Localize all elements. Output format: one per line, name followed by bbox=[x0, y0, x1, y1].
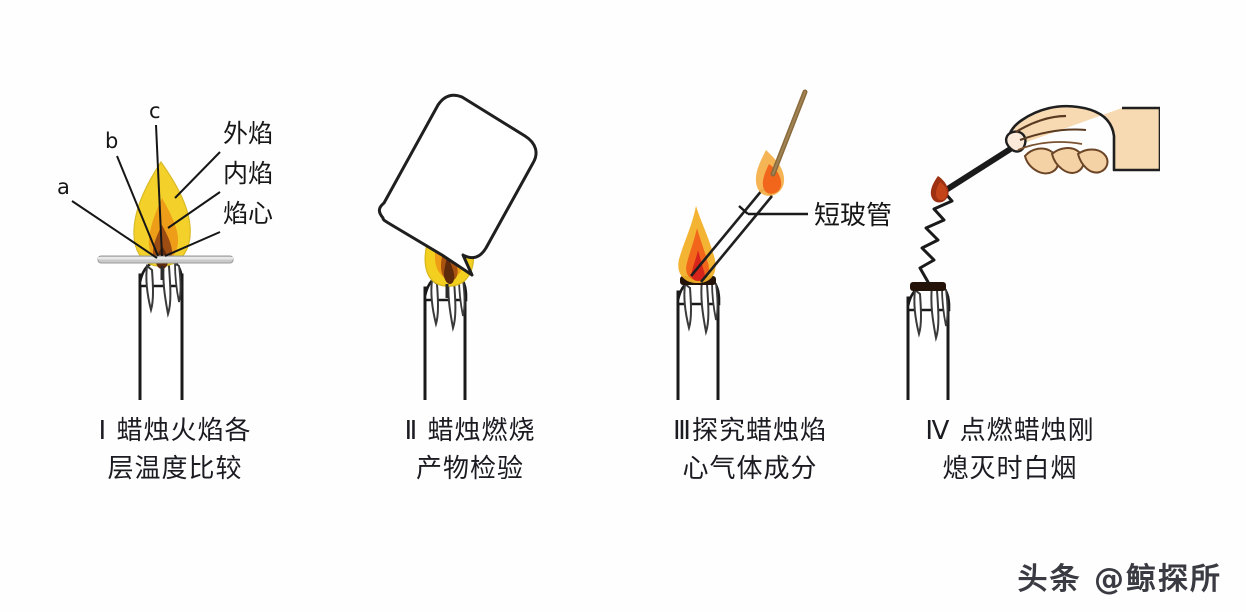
figure-glass-tube-core-gas: 短玻管 bbox=[676, 89, 892, 400]
leader-lines-abc bbox=[71, 124, 163, 259]
caption-line: Ⅲ探究蜡烛焰 bbox=[673, 416, 827, 446]
caption-line: 产物检验 bbox=[415, 454, 524, 484]
caption-line: 熄灭时白烟 bbox=[942, 454, 1078, 484]
candle-body-extinguished bbox=[906, 282, 951, 400]
panel-experiment-1: a b c 外焰 内焰 焰心 Ⅰ 蜡烛火焰各 层温度比较 bbox=[25, 0, 325, 612]
watermark: 头条 @鲸探所 bbox=[1017, 562, 1222, 597]
label-outer-flame: 外焰 bbox=[223, 119, 273, 148]
panel-experiment-4: Ⅳ 点燃蜡烛刚 熄灭时白烟 bbox=[860, 0, 1160, 612]
caption-panel-1: Ⅰ 蜡烛火焰各 层温度比较 bbox=[25, 412, 325, 488]
caption-panel-2: Ⅱ 蜡烛燃烧 产物检验 bbox=[320, 412, 620, 488]
white-smoke-trail bbox=[918, 190, 954, 284]
caption-panel-4: Ⅳ 点燃蜡烛刚 熄灭时白烟 bbox=[860, 412, 1160, 488]
candle-body bbox=[676, 276, 721, 400]
panel-experiment-3: 短玻管 Ⅲ探究蜡烛焰 心气体成分 bbox=[600, 0, 900, 612]
leader-line-glass-tube-hook bbox=[738, 205, 749, 215]
panel-experiment-2: Ⅱ 蜡烛燃烧 产物检验 bbox=[320, 0, 620, 612]
hand bbox=[1005, 104, 1160, 175]
caption-panel-3: Ⅲ探究蜡烛焰 心气体成分 bbox=[600, 412, 900, 488]
label-a: a bbox=[57, 175, 70, 199]
label-c: c bbox=[149, 99, 161, 123]
figure-white-smoke-relight bbox=[906, 104, 1160, 400]
candle-body bbox=[138, 258, 184, 400]
caption-line: Ⅱ 蜡烛燃烧 bbox=[404, 416, 536, 446]
leader-lines-layers bbox=[164, 151, 221, 257]
label-b: b bbox=[105, 129, 118, 153]
caption-line: Ⅰ 蜡烛火焰各 bbox=[98, 416, 252, 446]
tilted-beaker bbox=[377, 93, 538, 277]
match-with-flame bbox=[930, 145, 1015, 203]
caption-line: 层温度比较 bbox=[107, 454, 243, 484]
caption-line: Ⅳ 点燃蜡烛刚 bbox=[925, 416, 1095, 446]
caption-line: 心气体成分 bbox=[682, 454, 818, 484]
match-stick bbox=[770, 89, 808, 177]
label-flame-core: 焰心 bbox=[223, 199, 273, 228]
figure-candle-flame-layers: a b c 外焰 内焰 焰心 bbox=[57, 99, 273, 400]
match-stick-horizontal bbox=[97, 255, 234, 264]
label-glass-tube: 短玻管 bbox=[814, 201, 892, 231]
label-inner-flame: 内焰 bbox=[223, 159, 273, 188]
figure-combustion-products bbox=[377, 93, 538, 400]
